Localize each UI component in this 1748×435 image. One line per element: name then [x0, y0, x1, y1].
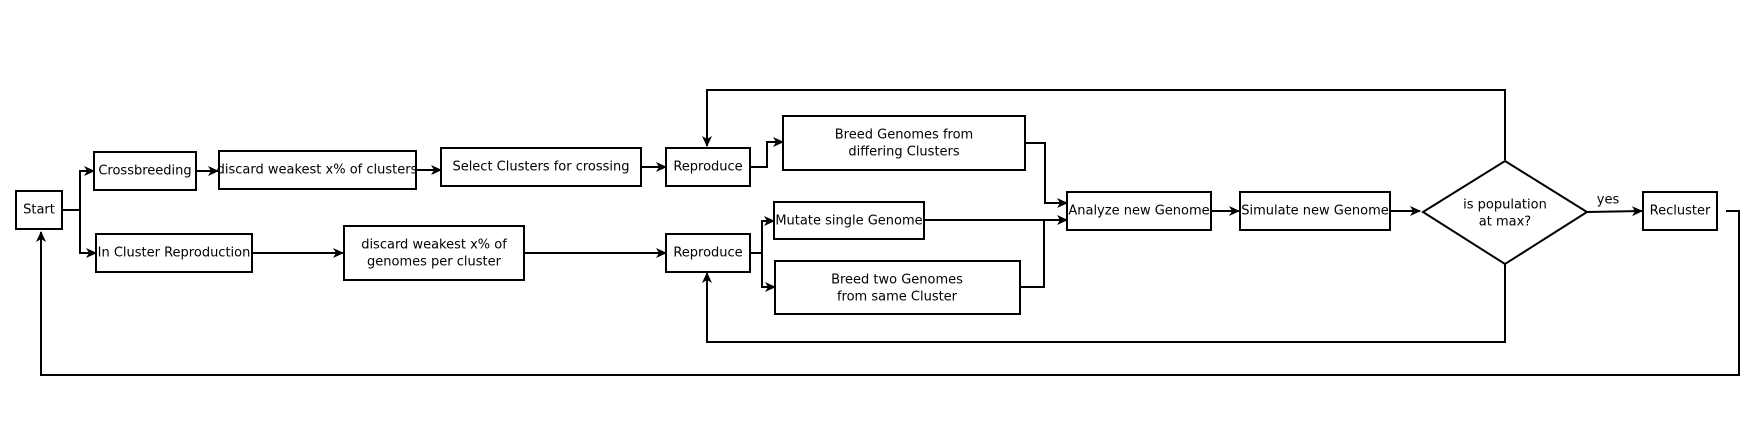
node-simulate[interactable]: Simulate new Genome: [1239, 191, 1391, 231]
node-decision[interactable]: is population at max?: [1421, 159, 1589, 266]
node-breed-differing-line1: Breed Genomes from: [835, 128, 973, 143]
edge-decision-recluster: [1586, 206, 1643, 217]
node-start[interactable]: Start: [15, 190, 63, 230]
node-decision-line1: is population: [1463, 198, 1547, 213]
edge-reproduce-breed-same: [761, 253, 776, 292]
node-crossbreeding-label: Crossbreeding: [98, 164, 191, 179]
edge-reproduce-mutate: [750, 216, 775, 254]
node-breed-same[interactable]: Breed two Genomes from same Cluster: [774, 260, 1021, 315]
edge-reproduce-breed-differing: [750, 137, 784, 168]
node-in-cluster-label: In Cluster Reproduction: [98, 246, 251, 261]
node-recluster[interactable]: Recluster: [1642, 191, 1718, 231]
node-breed-differing-line2: differing Clusters: [848, 145, 960, 160]
node-reproduce-top[interactable]: Reproduce: [665, 147, 751, 187]
node-reproduce-bottom[interactable]: Reproduce: [665, 233, 751, 273]
node-recluster-label: Recluster: [1650, 204, 1711, 219]
node-decision-line2: at max?: [1479, 215, 1531, 230]
node-reproduce-bottom-label: Reproduce: [673, 246, 742, 261]
node-crossbreeding[interactable]: Crossbreeding: [93, 151, 197, 191]
node-breed-same-line1: Breed two Genomes: [831, 273, 963, 288]
edge-decision-reproduce-bottom: [702, 264, 1506, 343]
node-breed-same-line2: from same Cluster: [837, 290, 958, 305]
node-breed-differing[interactable]: Breed Genomes from differing Clusters: [782, 115, 1026, 171]
node-start-label: Start: [23, 203, 55, 218]
node-analyze-label: Analyze new Genome: [1068, 204, 1209, 219]
edge-start-crossbreeding: [62, 166, 95, 211]
node-discard-genomes-line2: genomes per cluster: [367, 255, 502, 270]
edge-start-in-cluster: [79, 210, 97, 258]
node-mutate-single-label: Mutate single Genome: [775, 214, 922, 229]
node-select-clusters-label: Select Clusters for crossing: [452, 160, 629, 175]
node-discard-clusters[interactable]: discard weakest x% of clusters: [217, 150, 418, 190]
edge-recluster-start: [36, 210, 1740, 376]
edges: [36, 89, 1740, 376]
node-discard-genomes[interactable]: discard weakest x% of genomes per cluste…: [343, 225, 525, 281]
node-discard-genomes-line1: discard weakest x% of: [361, 238, 507, 253]
node-simulate-label: Simulate new Genome: [1241, 204, 1389, 219]
edge-label-yes: yes: [1597, 193, 1620, 208]
node-in-cluster[interactable]: In Cluster Reproduction: [95, 233, 253, 273]
node-mutate-single[interactable]: Mutate single Genome: [773, 201, 925, 240]
edge-decision-reproduce-top: [702, 89, 1506, 160]
node-select-clusters[interactable]: Select Clusters for crossing: [440, 147, 642, 187]
edge-breed-differing-analyze: [1025, 142, 1068, 208]
edge-breed-same-analyze: [1020, 220, 1045, 288]
node-reproduce-top-label: Reproduce: [673, 160, 742, 175]
node-discard-clusters-label: discard weakest x% of clusters: [217, 163, 418, 178]
node-analyze[interactable]: Analyze new Genome: [1066, 191, 1212, 231]
